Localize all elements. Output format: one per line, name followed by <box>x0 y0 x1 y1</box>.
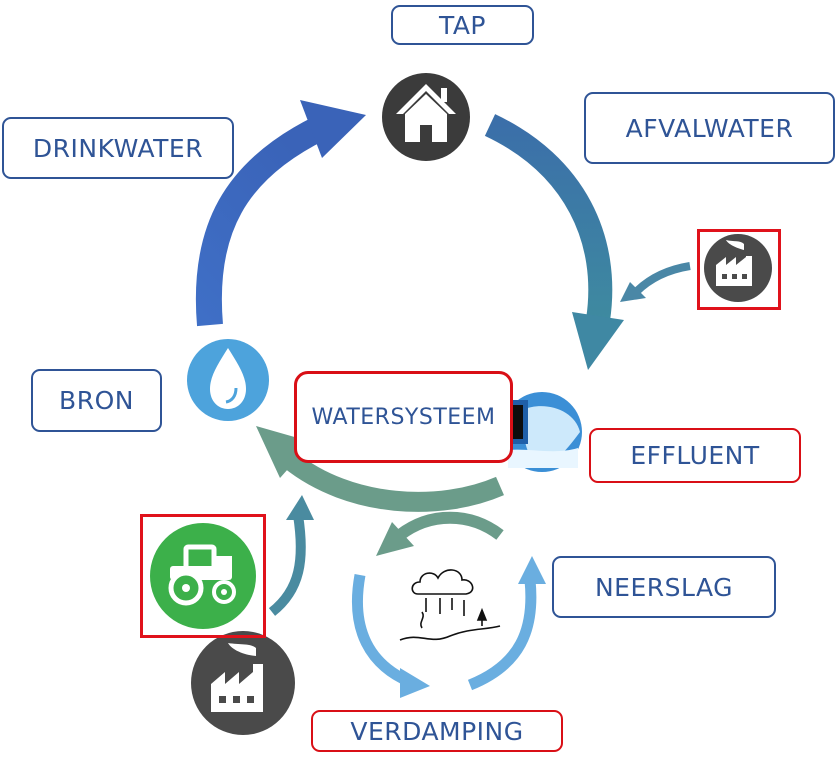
drinkwater-arrow <box>195 100 366 327</box>
tractor-highlight-box <box>140 514 266 638</box>
factory-icon <box>704 234 772 302</box>
factory-highlight-box <box>697 229 781 310</box>
precipitation-arrow <box>467 556 546 691</box>
weather-cloud-icon <box>399 569 501 641</box>
label-afvalwater: AFVALWATER <box>584 92 835 164</box>
label-drinkwater: DRINKWATER <box>2 117 234 179</box>
afvalwater-arrow <box>484 114 624 370</box>
tractor-icon <box>150 523 256 629</box>
label-effluent: EFFLUENT <box>589 428 801 483</box>
water-drop-icon <box>187 339 269 421</box>
evaporation-arrow <box>351 574 430 698</box>
factory-icon <box>191 631 295 735</box>
label-neerslag: NEERSLAG <box>552 556 776 618</box>
label-tap: TAP <box>391 5 534 45</box>
label-watersysteem: WATERSYSTEEM <box>294 371 513 463</box>
label-bron: BRON <box>31 369 162 432</box>
house-icon <box>382 73 470 161</box>
infiltration-arrow <box>376 511 504 556</box>
agriculture-arrow <box>268 495 314 616</box>
label-verdamping: VERDAMPING <box>311 710 563 752</box>
factory-discharge-arrow <box>620 262 691 302</box>
outfall-pipe-icon <box>502 392 582 472</box>
